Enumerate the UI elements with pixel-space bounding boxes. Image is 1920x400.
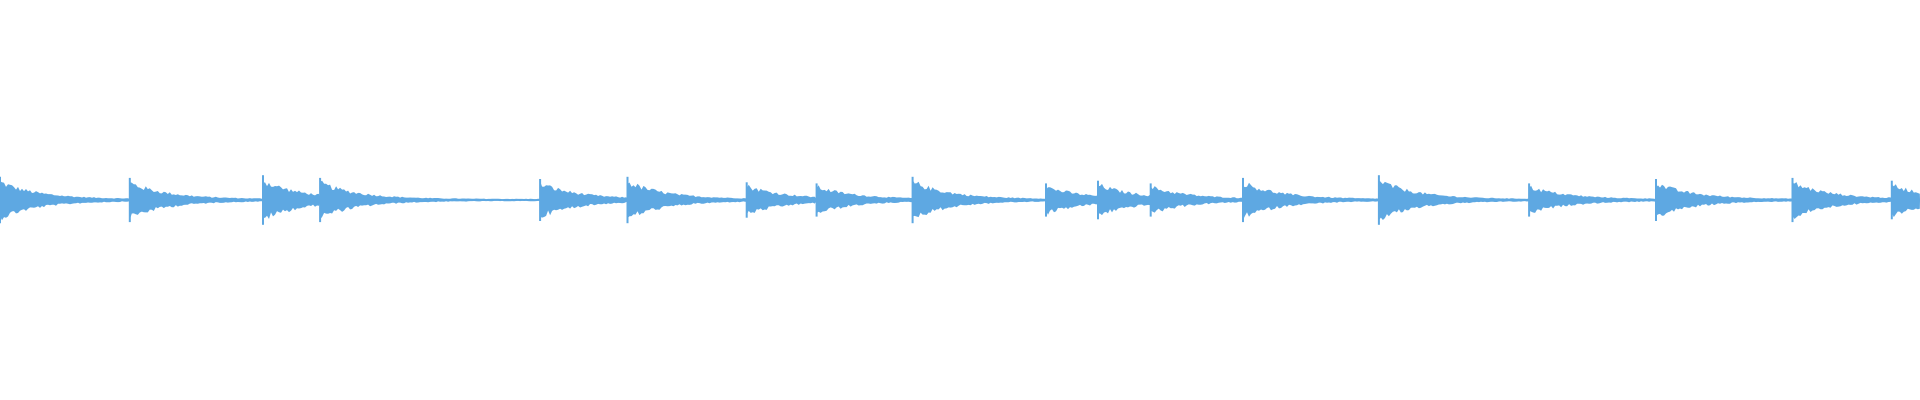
waveform-segment [263, 182, 321, 219]
waveform-segment [0, 181, 130, 221]
waveform-segment [1150, 186, 1243, 213]
waveform-segment [540, 181, 628, 218]
waveform-segment [129, 182, 263, 220]
waveform-segment [1891, 184, 1920, 218]
waveform-segment [816, 185, 913, 214]
waveform-segment [1656, 184, 1793, 216]
waveform-segment [1792, 182, 1892, 219]
waveform-segment [1098, 183, 1151, 216]
waveform-segment [627, 182, 747, 219]
waveform-segment [1529, 185, 1656, 213]
waveform-segment [1046, 187, 1098, 215]
waveform-segment [1243, 182, 1379, 220]
waveform-segment [320, 180, 541, 220]
waveform-segment [1378, 179, 1530, 221]
waveform-segment [912, 179, 1046, 218]
waveform-segment [746, 184, 817, 215]
